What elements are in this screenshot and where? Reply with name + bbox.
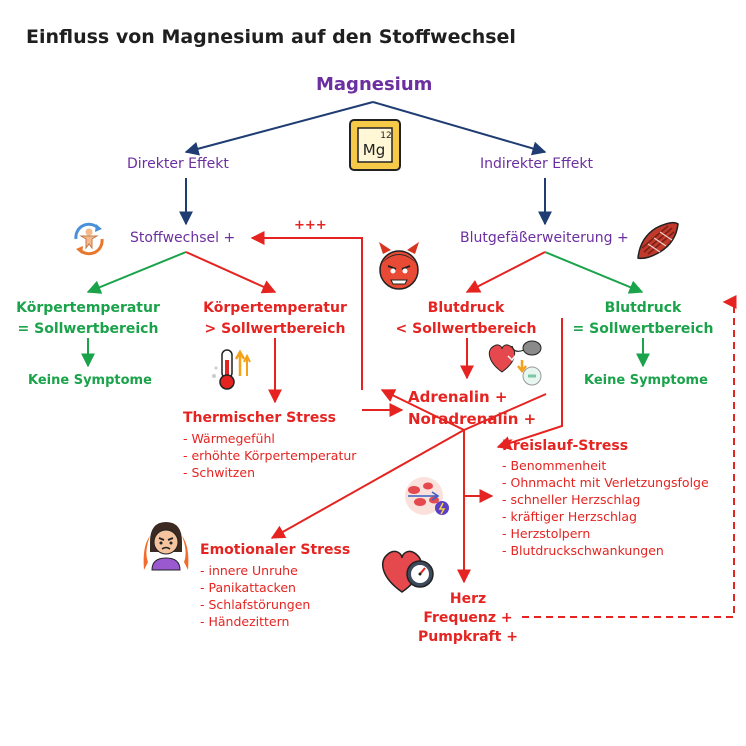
- thermal-stress-list: - Wärmegefühl - erhöhte Körpertemperatur…: [183, 430, 356, 481]
- list-item: - Ohnmacht mit Verletzungsfolge: [502, 475, 709, 490]
- element-number: 12: [380, 131, 391, 141]
- list-item: - Herzstolpern: [502, 526, 591, 541]
- thermal-stress-title: Thermischer Stress: [183, 410, 337, 426]
- emotional-stress-list: - innere Unruhe - Panikattacken - Schlaf…: [200, 562, 310, 630]
- list-item: - Blutdruckschwankungen: [502, 543, 664, 558]
- heart-blood-pressure-icon: [484, 336, 548, 388]
- list-item: - Schwitzen: [183, 465, 255, 480]
- list-item: - Händezittern: [200, 614, 290, 629]
- arrow-metabolism-temp-high: [185, 251, 277, 294]
- node-bp-low: Blutdruck < Sollwertbereich: [394, 298, 538, 340]
- blood-cells-icon: [400, 474, 452, 518]
- temp-normal-line1: Körpertemperatur: [16, 300, 160, 316]
- heart-line3: Pumpkraft +: [418, 629, 518, 645]
- thermometer-icon: [208, 346, 252, 392]
- arrow-adrenalin-metabolism: [250, 231, 363, 390]
- circulatory-stress-title: Kreislauf-Stress: [502, 438, 629, 454]
- emotional-stress-title: Emotionaler Stress: [200, 542, 351, 558]
- arrow-vasodilation-bp-normal: [544, 251, 644, 294]
- muscle-fiber-icon: [634, 218, 682, 264]
- list-item: - Panikattacken: [200, 580, 296, 595]
- list-item: - Benommenheit: [502, 458, 607, 473]
- temp-normal-line2: = Sollwertbereich: [17, 321, 159, 337]
- temp-high-line2: > Sollwertbereich: [204, 321, 346, 337]
- node-temp-normal: Körpertemperatur = Sollwertbereich: [8, 298, 168, 340]
- list-item: - erhöhte Körpertemperatur: [183, 448, 357, 463]
- body-cycle-icon: [68, 220, 110, 258]
- node-adrenalin: Adrenalin + Noradrenalin +: [408, 386, 536, 430]
- list-item: - schneller Herzschlag: [502, 492, 641, 507]
- node-magnesium: Magnesium: [316, 74, 433, 95]
- list-item: - kräftiger Herzschlag: [502, 509, 637, 524]
- arrow-vasodilation-bp-low: [465, 251, 546, 293]
- bp-normal-line2: = Sollwertbereich: [572, 321, 714, 337]
- arrow-magnesium-indirect: [372, 101, 547, 156]
- no-symptoms-right: Keine Symptome: [584, 373, 708, 388]
- bp-low-line2: < Sollwertbereich: [395, 321, 537, 337]
- arrow-magnesium-direct: [184, 101, 374, 156]
- arrow-bp-low-circulatory: [496, 318, 563, 450]
- node-bp-normal: Blutdruck = Sollwertbereich: [572, 298, 714, 340]
- bp-low-line1: Blutdruck: [427, 300, 505, 316]
- bp-normal-line1: Blutdruck: [604, 300, 682, 316]
- node-heart: Herz Frequenz + Pumpkraft +: [408, 590, 528, 647]
- list-item: - innere Unruhe: [200, 563, 298, 578]
- node-vasodilation: Blutgefäßerweiterung +: [460, 230, 629, 246]
- element-symbol: Mg: [363, 141, 385, 159]
- arrow-adrenalin-right: [463, 393, 547, 431]
- temp-high-line1: Körpertemperatur: [203, 300, 347, 316]
- node-metabolism: Stoffwechsel +: [130, 230, 236, 246]
- arrow-metabolism-temp-normal: [86, 251, 187, 294]
- no-symptoms-left: Keine Symptome: [28, 373, 152, 388]
- list-item: - Schlafstörungen: [200, 597, 311, 612]
- list-item: - Wärmegefühl: [183, 431, 275, 446]
- circulatory-stress-list: - Benommenheit - Ohnmacht mit Verletzung…: [502, 457, 709, 559]
- plus-marker: +++: [294, 218, 327, 233]
- heart-gauge-icon: [376, 544, 440, 596]
- adrenalin-line2: Noradrenalin +: [408, 410, 537, 428]
- periodic-element-icon: 12 Mg: [348, 118, 402, 172]
- arrow-adrenalin-emotional: [270, 429, 465, 539]
- arrow-adrenalin-up: [380, 389, 465, 431]
- page-title: Einfluss von Magnesium auf den Stoffwech…: [26, 26, 516, 48]
- heart-line2: Frequenz +: [423, 610, 513, 626]
- angry-devil-icon: [375, 240, 423, 292]
- node-temp-high: Körpertemperatur > Sollwertbereich: [198, 298, 352, 340]
- feedback-dashed-arrow: [522, 295, 737, 618]
- adrenalin-line1: Adrenalin +: [408, 388, 508, 406]
- angry-woman-icon: [140, 516, 192, 572]
- node-indirect-effect: Indirekter Effekt: [480, 156, 593, 172]
- heart-line1: Herz: [449, 591, 487, 607]
- node-direct-effect: Direkter Effekt: [127, 156, 229, 172]
